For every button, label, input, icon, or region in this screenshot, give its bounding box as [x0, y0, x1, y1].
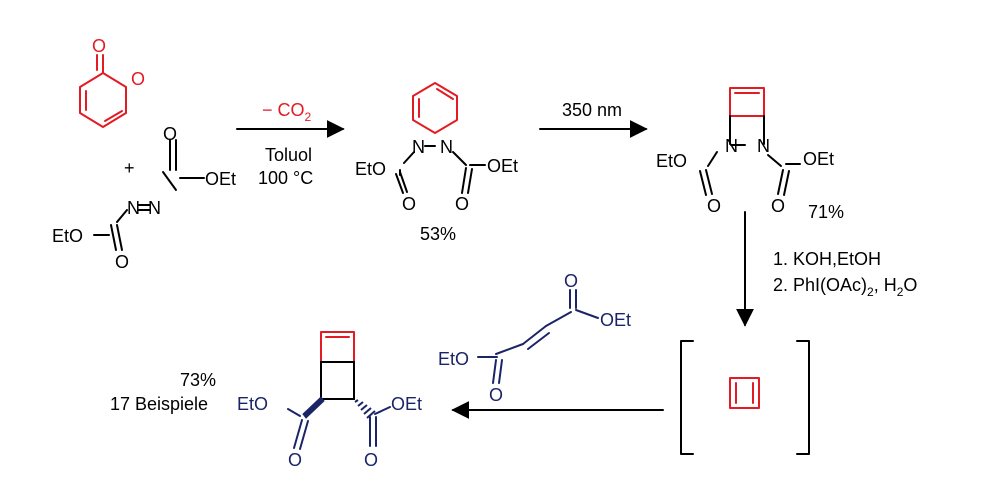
pyridazine-oet: OEt: [487, 156, 518, 176]
wedge-bond-left: [302, 396, 325, 419]
irradiation-label: 350 nm: [562, 100, 622, 120]
fumarate-molecule: O OEt EtO O: [438, 271, 631, 405]
examples-count: 17 Beispiele: [110, 394, 208, 414]
temperature-label: 100 °C: [258, 168, 313, 188]
product-o-left: O: [288, 450, 302, 470]
pyridazine-n-right: N: [440, 137, 453, 157]
hashed-bond-right: [354, 399, 376, 419]
bicycle-oet: OEt: [803, 149, 834, 169]
azo-reagent-molecule: O OEt N N EtO O: [52, 124, 236, 272]
azo-o-top: O: [163, 124, 177, 144]
pyridazine-o-right: O: [455, 194, 469, 214]
bicycle-molecule: N N EtO OEt O O 71%: [656, 87, 844, 222]
plus-sign: +: [124, 158, 135, 178]
bicycle-o-right: O: [771, 196, 785, 216]
bicycle-eto: EtO: [656, 151, 687, 171]
dihydropyridazine-molecule: N N EtO OEt O O 53%: [355, 82, 518, 244]
solvent-label: Toluol: [265, 145, 312, 165]
minus-co2-label: − CO2: [262, 100, 312, 124]
bicycle-n-left: N: [725, 136, 738, 156]
pyridazine-o-left: O: [402, 194, 416, 214]
bicycle-o-left: O: [707, 196, 721, 216]
fumarate-o-top: O: [564, 271, 578, 291]
azo-n-right: N: [148, 198, 161, 218]
fumarate-o-bottom: O: [489, 385, 503, 405]
fumarate-oet: OEt: [600, 310, 631, 330]
bracket-left: [680, 340, 694, 455]
pyridazine-eto: EtO: [355, 159, 386, 179]
step3-condition-1: 1. KOH,EtOH: [773, 249, 881, 269]
azo-o-bottom: O: [115, 252, 129, 272]
product-oet: OEt: [391, 394, 422, 414]
yield-product: 73%: [180, 370, 216, 390]
azo-oet: OEt: [205, 169, 236, 189]
product-molecule: EtO OEt O O: [237, 331, 422, 470]
pyridazine-n-left: N: [412, 137, 425, 157]
yield-dihydropyridazine: 53%: [420, 224, 456, 244]
azo-n-left: N: [127, 198, 140, 218]
fumarate-eto: EtO: [438, 349, 469, 369]
cyclobutadiene-intermediate: [680, 340, 810, 455]
yield-bicycle: 71%: [808, 202, 844, 222]
azo-eto: EtO: [52, 226, 83, 246]
pyrone-carbonyl-oxygen: O: [92, 36, 106, 56]
product-eto: EtO: [237, 394, 268, 414]
product-o-right: O: [364, 450, 378, 470]
bicycle-n-right: N: [757, 136, 770, 156]
pyrone-molecule: O O: [79, 36, 145, 128]
pyrone-ring-oxygen: O: [131, 69, 145, 89]
step3-condition-2: 2. PhI(OAc)2, H2O: [773, 275, 917, 299]
bracket-right: [796, 340, 810, 455]
